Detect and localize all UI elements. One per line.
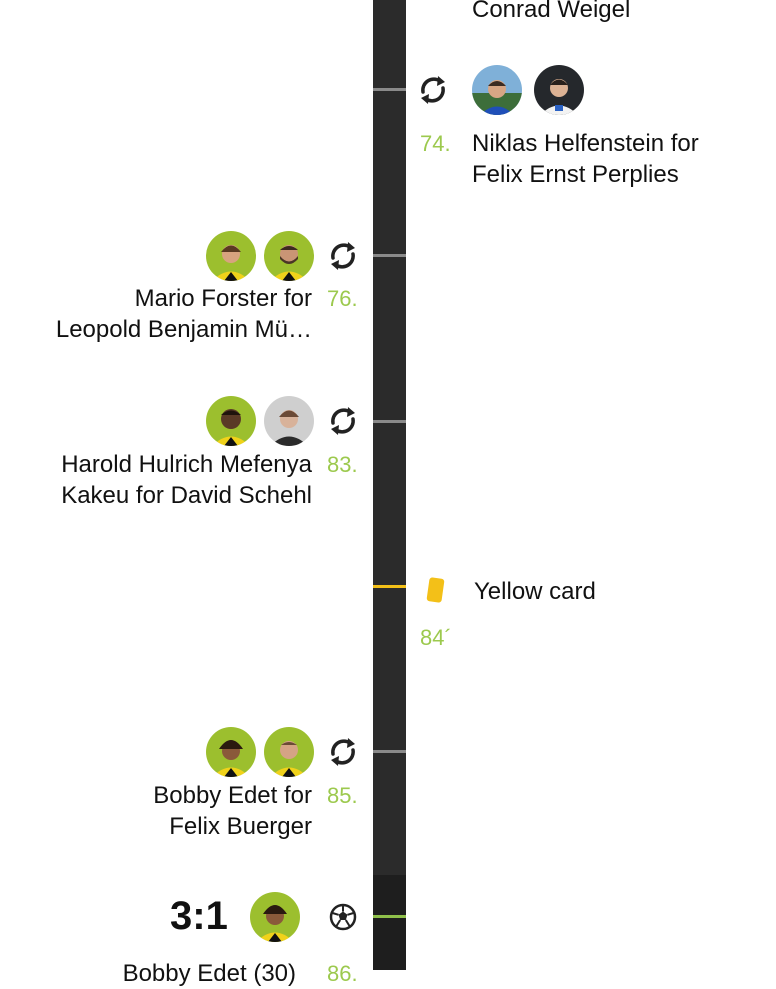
timeline-tick-74 — [373, 88, 406, 91]
soccer-ball-icon — [329, 903, 357, 931]
player-avatar-out — [264, 727, 314, 777]
yellow-card-icon — [426, 577, 445, 603]
yellow-card-event-84[interactable]: Yellow card 84´ — [410, 570, 776, 660]
timeline-goal-segment — [373, 875, 406, 970]
event-minute: 83. — [327, 452, 358, 477]
event-minute: 86. — [327, 961, 358, 986]
event-scorer: Bobby Edet (30) — [122, 960, 296, 987]
player-avatar-in — [206, 231, 256, 281]
player-avatar-in — [206, 396, 256, 446]
substitution-icon — [331, 242, 355, 270]
substitution-icon — [331, 738, 355, 766]
timeline-tick-84 — [373, 585, 406, 588]
player-avatar-out — [264, 396, 314, 446]
substitution-icon — [421, 76, 445, 104]
substitution-event-85[interactable]: Bobby Edet for Felix Buerger 85. — [0, 722, 370, 852]
event-text-line2: Kakeu for David Schehl — [61, 482, 312, 509]
event-label: Yellow card — [474, 578, 596, 605]
player-avatar-out — [264, 231, 314, 281]
event-text-line2: Felix Buerger — [169, 813, 312, 840]
event-text-line1: Harold Hulrich Mefenya — [61, 451, 312, 478]
timeline-tick-85 — [373, 750, 406, 753]
player-avatar-scorer — [250, 892, 300, 942]
event-text-line1: Mario Forster for — [134, 285, 312, 312]
timeline-tick-83 — [373, 420, 406, 423]
player-avatar-in — [472, 65, 522, 115]
substitution-icon — [331, 407, 355, 435]
player-avatar-in — [206, 727, 256, 777]
event-minute: 76. — [327, 286, 358, 311]
substitution-event-83[interactable]: Harold Hulrich Mefenya Kakeu for David S… — [0, 392, 370, 522]
match-score: 3:1 — [170, 894, 228, 938]
substitution-event-76[interactable]: Mario Forster for Leopold Benjamin Mü… 7… — [0, 226, 370, 356]
player-avatar-out — [534, 65, 584, 115]
event-text-line1: Bobby Edet for — [153, 782, 312, 809]
event-text-line2: Leopold Benjamin Mü… — [55, 316, 312, 343]
event-minute: 84´ — [420, 625, 452, 650]
event-minute: 74. — [420, 131, 451, 156]
timeline-tick-76 — [373, 254, 406, 257]
timeline-tick-86 — [373, 915, 406, 918]
event-text-line2: Conrad Weigel — [472, 0, 631, 23]
goal-event-86[interactable]: 3:1 Bobby Edet (30) 86. — [0, 888, 370, 987]
event-minute: 85. — [327, 783, 358, 808]
timeline-bar — [373, 0, 406, 970]
substitution-event-74[interactable]: 74. Niklas Helfenstein for Felix Ernst P… — [410, 60, 776, 200]
event-text-line2: Felix Ernst Perplies — [472, 161, 679, 188]
event-text-line1: Niklas Helfenstein for — [472, 130, 699, 157]
